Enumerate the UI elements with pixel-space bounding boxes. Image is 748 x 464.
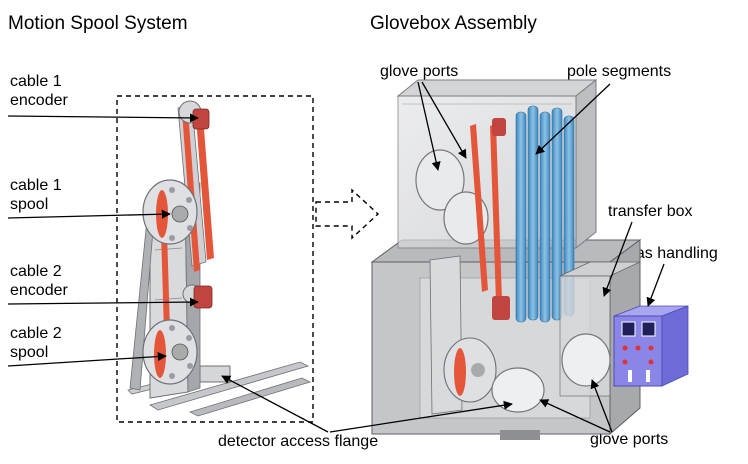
dashed-arrow-upper bbox=[315, 188, 380, 240]
label-cable2-spool: cable 2 spool bbox=[10, 325, 62, 361]
glovebox-spool bbox=[429, 255, 497, 415]
pole-segments bbox=[515, 105, 575, 323]
lower-glove-ports bbox=[491, 333, 611, 413]
label-gas-handling: gas handling bbox=[627, 245, 718, 262]
label-glove-ports-top: glove ports bbox=[380, 63, 459, 80]
right-panel-title: Glovebox Assembly bbox=[370, 13, 537, 34]
label-cable1-encoder: cable 1 encoder bbox=[10, 73, 68, 109]
label-cable2-encoder: cable 2 encoder bbox=[10, 263, 68, 299]
left-panel-title: Motion Spool System bbox=[8, 13, 188, 34]
leader-lines bbox=[7, 81, 665, 433]
label-pole-segments: pole segments bbox=[567, 63, 672, 80]
label-glove-ports-bottom: glove ports bbox=[590, 431, 669, 448]
base-rails bbox=[127, 361, 312, 417]
label-detector-access-flange: detector access flange bbox=[218, 433, 379, 450]
label-cable1-spool: cable 1 spool bbox=[10, 177, 62, 213]
cable2-spool bbox=[142, 319, 198, 385]
glovebox-cables bbox=[470, 118, 510, 320]
cable1-spool bbox=[142, 179, 198, 245]
gas-handling-panel bbox=[613, 305, 689, 387]
label-transfer-box: transfer box bbox=[608, 203, 693, 220]
